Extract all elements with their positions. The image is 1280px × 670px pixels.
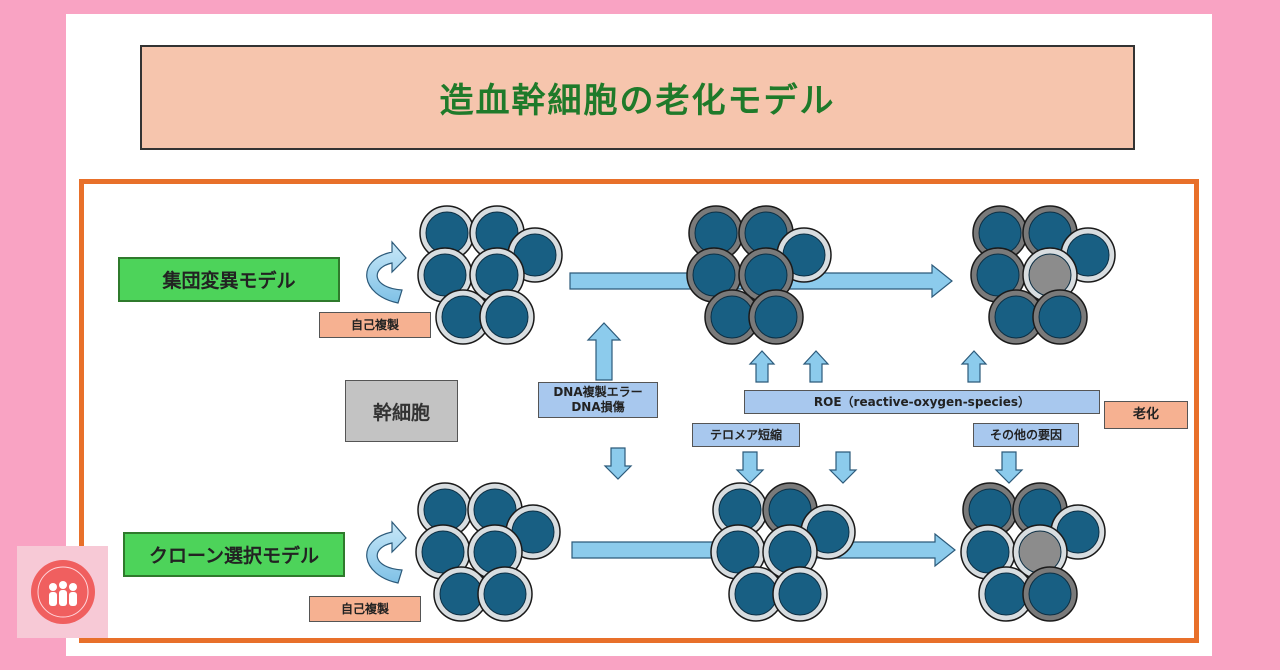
dna-damage-text: DNA損傷 — [571, 400, 625, 414]
dna-up-arrow — [586, 322, 622, 381]
top-old-cell-core — [994, 295, 1038, 339]
logo-badge — [17, 546, 108, 638]
telomere-down-arrow-2 — [828, 451, 858, 484]
bottom-self-renewal-tag: 自己複製 — [309, 596, 421, 622]
population-mutation-model-label: 集団変異モデル — [118, 257, 340, 302]
bottom-self-renewal-text: 自己複製 — [340, 601, 389, 616]
top-old-cell-core — [1038, 295, 1082, 339]
other-factors-down-arrow — [994, 451, 1024, 484]
bottom-young-cell-core — [483, 572, 527, 616]
telomere-down-arrow-1 — [735, 451, 765, 484]
dna-down-arrow — [603, 447, 633, 480]
roe-text: ROE（reactive-oxygen-species） — [813, 394, 1031, 409]
roe-tag: ROE（reactive-oxygen-species） — [744, 390, 1100, 414]
bottom-mid-cell-core — [778, 572, 822, 616]
logo-icon — [30, 560, 95, 624]
bottom-old-cell-core — [1028, 572, 1072, 616]
other-factors-text: その他の要因 — [989, 427, 1062, 442]
top-young-cell-core — [485, 295, 529, 339]
clonal-selection-model-text: クローン選択モデル — [148, 545, 320, 567]
top-self-renewal-arrow — [366, 240, 407, 304]
top-mid-cell-core — [710, 295, 754, 339]
bottom-mid-cell-core — [734, 572, 778, 616]
stem-cell-label: 幹細胞 — [345, 380, 458, 442]
top-young-cell-core — [441, 295, 485, 339]
stem-cell-text: 幹細胞 — [372, 401, 430, 424]
aging-text: 老化 — [1132, 406, 1159, 422]
dna-error-tag: DNA複製エラー DNA損傷 — [538, 382, 658, 418]
clonal-selection-model-label: クローン選択モデル — [123, 532, 345, 577]
other-factors-tag: その他の要因 — [973, 423, 1079, 447]
roe-up-arrow-2 — [802, 350, 830, 383]
population-mutation-model-text: 集団変異モデル — [162, 270, 296, 292]
page-title: 造血幹細胞の老化モデル — [439, 81, 836, 121]
bottom-young-cell-core — [439, 572, 483, 616]
title-banner: 造血幹細胞の老化モデル — [140, 45, 1135, 150]
dna-replication-error-text: DNA複製エラー — [553, 385, 643, 399]
bottom-self-renewal-arrow — [366, 520, 407, 584]
bottom-old-cell-core — [984, 572, 1028, 616]
roe-up-arrow-1 — [748, 350, 776, 383]
aging-tag: 老化 — [1104, 401, 1188, 429]
top-self-renewal-tag: 自己複製 — [319, 312, 431, 338]
top-self-renewal-text: 自己複製 — [350, 317, 399, 332]
cell-clusters — [415, 205, 1116, 622]
top-mid-cell-core — [754, 295, 798, 339]
telomere-tag: テロメア短縮 — [692, 423, 800, 447]
telomere-text: テロメア短縮 — [709, 427, 782, 442]
roe-up-arrow-3 — [960, 350, 988, 383]
